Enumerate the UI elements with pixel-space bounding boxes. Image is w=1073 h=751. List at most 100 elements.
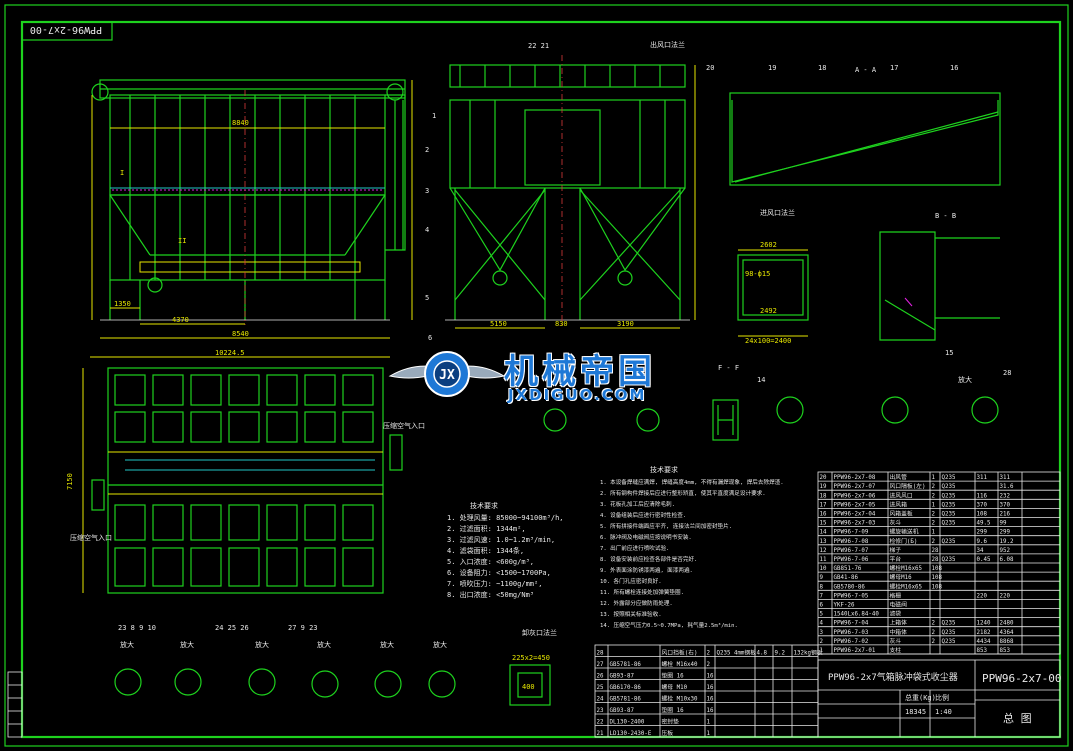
bom-upper-cell: 2	[932, 521, 936, 527]
bom-upper-cell: 0.45	[977, 557, 991, 563]
bom-upper-cell: 853	[1000, 648, 1011, 654]
callout-15: 15	[945, 349, 953, 357]
bom-upper-cell: 灰斗	[890, 637, 902, 645]
weight-value: 18345	[905, 708, 926, 716]
bom-upper-cell: 108	[977, 512, 988, 518]
callout-5: 5	[425, 294, 429, 302]
tech-req-2-item: 2. 所有钢构件焊接后应进行整形矫直, 使其平直度满足设计要求.	[600, 489, 766, 497]
bom-upper-cell: 平台	[890, 555, 902, 563]
bom-upper-cell: PPW96-7-07	[834, 548, 869, 554]
bom-lower-cell: 2	[707, 662, 711, 668]
plan-width: 10224.5	[215, 349, 245, 357]
bom-upper-cell: 7	[820, 593, 824, 599]
bom-upper-cell: PPW96-2x7-06	[834, 493, 876, 499]
front-view-label-1: I	[120, 169, 124, 177]
bom-lower-cell: 压板	[662, 729, 674, 737]
bom-upper-cell: 14	[820, 530, 827, 536]
tech-requirements-2: 技术要求 1. 本设备焊缝应满焊, 焊缝高度4mm, 不得有漏焊现象, 焊后去除…	[600, 465, 784, 629]
bom-upper-cell: 进风风口	[890, 491, 913, 499]
bom-upper-cell: 49.5	[977, 521, 991, 527]
bom-upper-cell: 216	[1000, 512, 1011, 518]
detail-label-4: 放大	[317, 640, 331, 649]
bom-upper-cell: 952	[1000, 548, 1010, 554]
bom-upper-cell: 2	[932, 484, 936, 490]
bom-upper-cell: 220	[1000, 593, 1011, 599]
bom-upper-cell: 2	[932, 630, 936, 636]
bom-upper-cell: 3	[820, 630, 824, 636]
outlet-flange-detail: 卸灰口法兰 225x2=450 400	[509, 628, 557, 706]
bom-lower-cell: 23	[597, 708, 604, 714]
bom-upper-cell: 16	[820, 512, 827, 518]
side-dim-3: 3190	[617, 320, 634, 328]
section-bb-label: B - B	[935, 212, 956, 220]
plan-view: 7150 10224.5 压缩空气入口 压缩空气入口	[66, 349, 425, 594]
bom-lower-cell: 螺栓 M16x40	[662, 660, 699, 668]
bom-upper-cell: 2	[932, 493, 936, 499]
bom-lower-cell: GB93-87	[610, 674, 635, 680]
detail-label-2: 放大	[180, 640, 194, 649]
front-dim-half: 4370	[172, 316, 189, 324]
bom-upper-cell: 2	[820, 639, 824, 645]
tech-req-2-item: 6. 脉冲阀及电磁阀应按说明书安装.	[600, 533, 692, 541]
bom-upper-cell: 5	[820, 612, 824, 618]
bom-lower-cell: LD130-2430-E	[610, 731, 652, 737]
bom-upper-cell: 风箱盖板	[890, 510, 913, 518]
bom-lower-cell: GB5781-86	[610, 662, 642, 668]
bom-upper-cell: 电磁阀	[890, 601, 908, 609]
bom-upper-cell: 220	[977, 593, 988, 599]
bom-lower-cell: 28	[597, 651, 604, 657]
bom-upper-cell: 108	[932, 575, 943, 581]
bom-lower-cell: DL130-2400	[610, 720, 645, 726]
bom-upper-cell: 2	[932, 539, 936, 545]
tech-req-2-item: 12. 外露部分应做防雨处理.	[600, 599, 673, 607]
bom-upper-cell: 34	[977, 548, 984, 554]
bom-upper-cell: 18	[820, 493, 827, 499]
opening-dim-3: 24x100=2400	[745, 337, 791, 345]
bom-lower-cell: 24	[597, 697, 604, 703]
opening-label: 进风口法兰	[760, 208, 795, 217]
bom-lower-cell: 132kg钢板	[794, 649, 823, 657]
bom-upper-cell: 10	[820, 566, 827, 572]
front-dim-side: 1350	[114, 300, 131, 308]
bom-upper-cell: PPW96-2x7-04	[834, 512, 876, 518]
bom-lower-cell: 26	[597, 674, 604, 680]
bom-upper-cell: Q235	[942, 521, 956, 527]
bom-upper-cell: 2	[932, 621, 936, 627]
outlet-dim-2: 400	[522, 683, 535, 691]
bom-upper-cell: 6	[820, 603, 824, 609]
bom-upper-cell: 28	[932, 557, 939, 563]
title-name: PPW96-2x7气箱脉冲袋式收尘器	[828, 671, 958, 683]
callout-4: 4	[425, 226, 429, 234]
section-bb: B - B	[879, 212, 1000, 341]
tech-req-1-item: 4. 滤袋面积: 1344条,	[447, 546, 524, 555]
bom-upper-cell: 1	[932, 475, 936, 481]
bom-upper-cell: PPW96-2x7-08	[834, 475, 876, 481]
bom-upper-cell: 检修门(Б)	[890, 537, 918, 545]
bom-upper-cell: 19.2	[1000, 539, 1014, 545]
bom-upper-cell: GB5780-86	[834, 584, 866, 590]
tech-req-2-item: 11. 所有螺栓连接处加弹簧垫圈.	[600, 588, 684, 596]
detail-label-3: 放大	[255, 640, 269, 649]
inner-frame	[20, 20, 1062, 739]
callout-6: 6	[428, 334, 432, 342]
tech-req-2-item: 13. 按照相关标准验收.	[600, 610, 662, 618]
bom-upper-cell: Q235	[942, 539, 956, 545]
bom-upper-cell: Q235	[942, 639, 956, 645]
top-code-text: PPW96-2x7-00	[30, 24, 102, 35]
bom-upper-cell: 9.6	[977, 539, 988, 545]
bom-upper-cell: 4	[820, 621, 824, 627]
tech-req-2-item: 3. 花板孔加工后应清除毛刺.	[600, 500, 675, 508]
bom-upper-cell: 灰斗	[890, 519, 902, 527]
opening-dim-1: 2602	[760, 241, 777, 249]
bom-lower-cell: 1	[707, 731, 711, 737]
bom-lower-cell: GB93-87	[610, 708, 635, 714]
bom-upper-cell: PPW96-2x7-01	[834, 648, 876, 654]
bom-upper-cell: 格栅	[890, 591, 902, 599]
bom-upper-cell: 370	[977, 502, 988, 508]
bom-lower-cell: 垫圈 16	[662, 672, 685, 680]
bom-upper-cell: 1240	[977, 621, 991, 627]
bom-lower-cell: 16	[707, 685, 714, 691]
detail-circles	[114, 396, 999, 698]
bom-upper-cell: 2	[932, 639, 936, 645]
